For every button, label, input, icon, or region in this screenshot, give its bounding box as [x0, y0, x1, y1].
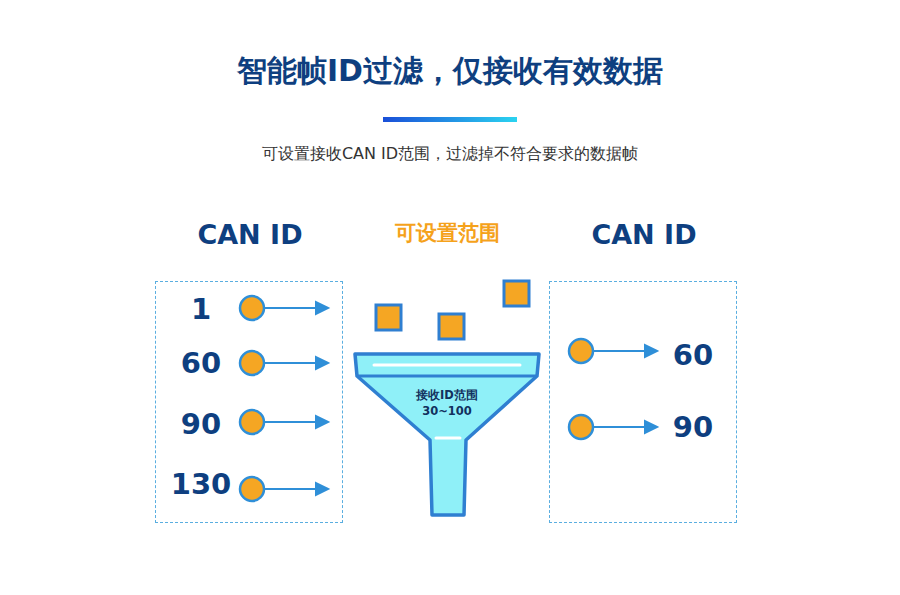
- range-text: 30~100: [422, 404, 472, 418]
- arrow-head: [645, 345, 657, 357]
- arrow-head: [645, 421, 657, 433]
- id-dot: [240, 351, 264, 375]
- panel-heading: 可设置范围: [395, 219, 500, 247]
- left-arrows: [265, 302, 328, 495]
- id-square: [504, 281, 529, 306]
- arrow-line: [594, 426, 647, 428]
- panel-heading: CAN ID: [197, 219, 302, 250]
- funnel-rim: [358, 375, 536, 378]
- id-number: 90: [181, 407, 221, 441]
- arrow-line: [265, 488, 318, 490]
- funnel-highlight: [436, 437, 460, 440]
- id-dot: [569, 339, 593, 363]
- id-dot: [240, 296, 264, 320]
- id-dot: [569, 415, 593, 439]
- title-bar: [383, 117, 517, 122]
- id-panel: CAN ID: [549, 281, 737, 523]
- id-number: 60: [673, 338, 713, 372]
- id-dot: [240, 410, 264, 434]
- id-number: 60: [181, 346, 221, 380]
- left-dots: [240, 296, 264, 501]
- id-dot: [240, 477, 264, 501]
- arrow-head: [316, 483, 328, 495]
- arrow-line: [594, 350, 647, 352]
- arrow-line: [265, 307, 318, 309]
- id-number: 90: [673, 410, 713, 444]
- id-square: [376, 305, 401, 330]
- panel-heading: CAN ID: [591, 219, 696, 250]
- arrow-head: [316, 357, 328, 369]
- arrow-line: [265, 421, 318, 423]
- id-square: [439, 314, 464, 339]
- funnel-outline: [352, 350, 542, 520]
- arrow-line: [265, 362, 318, 364]
- arrow-head: [316, 416, 328, 428]
- arrow-head: [316, 302, 328, 314]
- filter-funnel: 可设置范围接收ID范围30~100: [352, 350, 542, 520]
- right-arrows: [594, 345, 657, 433]
- funnel-body: [355, 354, 539, 515]
- id-number: 130: [171, 467, 232, 501]
- right-dots: [569, 339, 593, 439]
- page-title: 智能帧ID过滤，仅接收有效数据: [237, 51, 663, 92]
- range-text: 接收ID范围: [416, 388, 478, 403]
- page-caption: 可设置接收CAN ID范围，过滤掉不符合要求的数据帧: [262, 144, 638, 165]
- id-number: 1: [191, 292, 211, 326]
- funnel-highlight: [374, 364, 520, 367]
